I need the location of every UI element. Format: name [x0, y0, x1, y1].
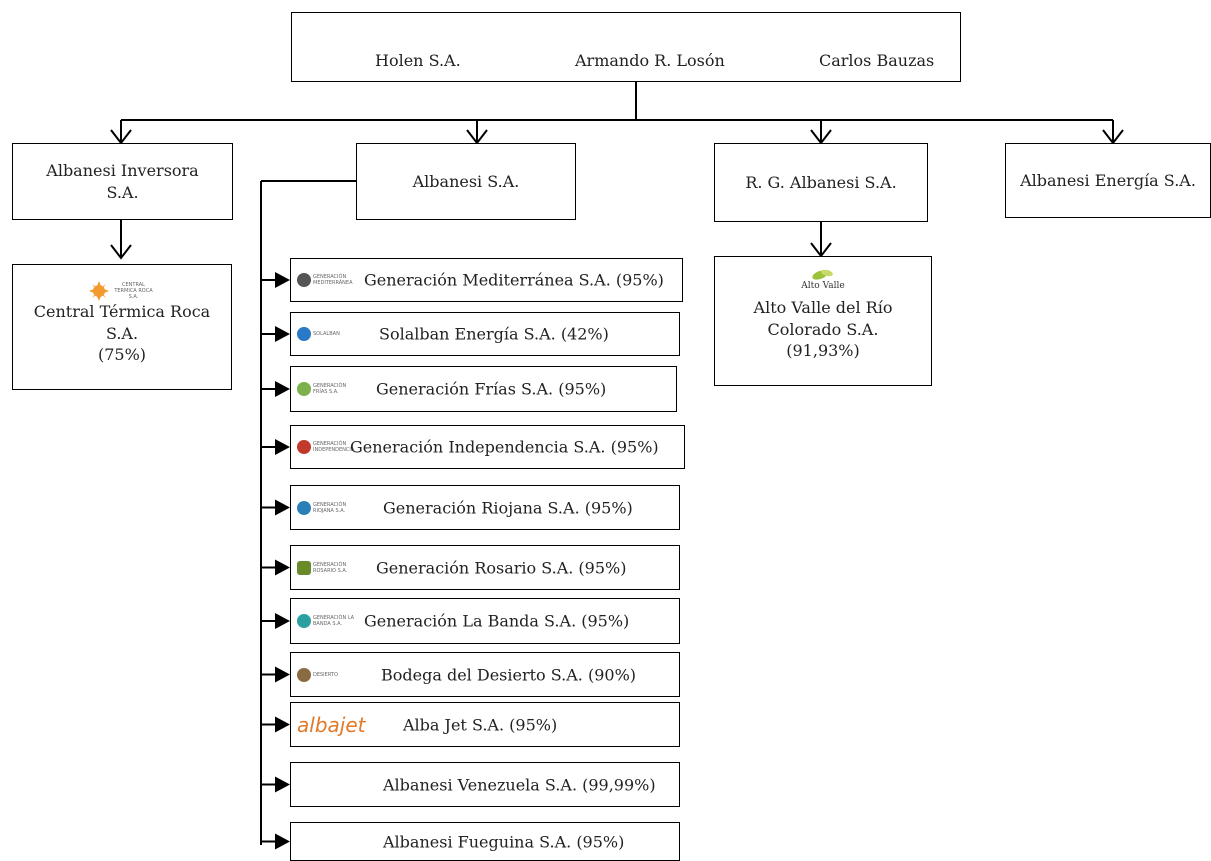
- subsidiary-box: GENERACIÓN FRÍAS S.A. Generación Frías S.…: [290, 366, 677, 412]
- subsidiary-logo: GENERACIÓN INDEPENDENCIA: [297, 440, 359, 454]
- subsidiary-box: SOLALBAN Solalban Energía S.A. (42%): [290, 312, 680, 356]
- subsidiary-logo: DESIERTO: [297, 667, 359, 682]
- subsidiary-logo-text: GENERACIÓN RIOJANA S.A.: [313, 501, 347, 514]
- owners-box: Holen S.A. Armando R. Losón Carlos Bauza…: [291, 12, 961, 82]
- subsidiary-label: Albanesi Venezuela S.A. (99,99%): [383, 775, 656, 794]
- subsidiary-logo: GENERACIÓN RIOJANA S.A.: [297, 500, 359, 515]
- albanesi-sa-label: Albanesi S.A.: [412, 171, 520, 191]
- subsidiary-box: GENERACIÓN RIOJANA S.A. Generación Riojan…: [290, 485, 680, 530]
- roca-logo-text: CENTRAL TERMICA ROCA S.A.: [114, 282, 153, 300]
- subsidiary-label: Solalban Energía S.A. (42%): [379, 324, 609, 344]
- roca-name-line2: S.A.: [105, 323, 139, 343]
- subsidiary-label: Alba Jet S.A. (95%): [403, 715, 558, 734]
- subsidiary-label: Bodega del Desierto S.A. (90%): [381, 665, 637, 684]
- alto-valle-logo-text: Alto Valle: [801, 281, 845, 291]
- subsidiary-label: Generación Independencia S.A. (95%): [350, 437, 659, 457]
- subsidiary-logo-text: SOLALBAN: [313, 331, 340, 337]
- subsidiary-label: Generación La Banda S.A. (95%): [364, 611, 630, 631]
- subsidiary-box: GENERACIÓN MEDITERRÁNEA Generación Medite…: [290, 258, 683, 302]
- branch-arrowhead: [275, 326, 290, 342]
- owner-bauzas: Carlos Bauzas: [819, 51, 935, 70]
- subsidiary-logo-text: DESIERTO: [313, 671, 338, 678]
- subsidiary-logo: albajet: [297, 713, 365, 737]
- branch-arrowhead: [275, 439, 290, 455]
- albanesi-energia-box: Albanesi Energía S.A.: [1005, 143, 1211, 218]
- logo-mark-icon: [297, 614, 311, 628]
- subsidiary-logo: GENERACIÓN ROSARIO S.A.: [297, 560, 359, 575]
- subsidiary-logo: GENERACIÓN LA BANDA S.A.: [297, 614, 359, 628]
- logo-mark-icon: [297, 273, 311, 287]
- subsidiary-label: Generación Rosario S.A. (95%): [376, 558, 627, 577]
- logo-mark-icon: [297, 500, 311, 515]
- albanesi-inversora-box: Albanesi Inversora S.A.: [12, 143, 233, 220]
- subsidiary-logo: GENERACIÓN FRÍAS S.A.: [297, 382, 359, 396]
- subsidiary-box: GENERACIÓN LA BANDA S.A. Generación La Ba…: [290, 598, 680, 644]
- branch-arrowhead: [275, 613, 290, 629]
- subsidiary-logo-text: GENERACIÓN INDEPENDENCIA: [313, 441, 355, 453]
- logo-mark-icon: [297, 327, 311, 341]
- branch-arrowhead: [275, 833, 290, 850]
- logo-mark-icon: [297, 440, 311, 454]
- subsidiary-logo-text: GENERACIÓN MEDITERRÁNEA: [313, 274, 353, 286]
- subsidiary-logo-text: albajet: [297, 712, 366, 737]
- alto-valle-name-line2: Colorado S.A.: [767, 319, 879, 339]
- branch-arrowhead: [275, 716, 290, 733]
- branch-arrowhead: [275, 666, 290, 683]
- subsidiary-logo-text: GENERACIÓN LA BANDA S.A.: [313, 615, 355, 627]
- logo-mark-icon: [297, 560, 311, 575]
- subsidiary-label: Albanesi Fueguina S.A. (95%): [383, 832, 625, 851]
- sun-icon: [88, 281, 109, 301]
- alto-valle-name-line1: Alto Valle del Río: [753, 298, 893, 317]
- central-termica-roca-box: CENTRAL TERMICA ROCA S.A. Central Térmic…: [12, 264, 232, 390]
- subsidiary-box: DESIERTO Bodega del Desierto S.A. (90%): [290, 652, 680, 697]
- rg-albanesi-box: R. G. Albanesi S.A.: [714, 143, 928, 222]
- owner-loson: Armando R. Losón: [575, 51, 725, 70]
- branch-arrowhead: [275, 381, 290, 397]
- subsidiary-logo-text: GENERACIÓN ROSARIO S.A.: [313, 561, 348, 574]
- alto-valle-pct: (91,93%): [786, 341, 860, 361]
- rg-albanesi-label: R. G. Albanesi S.A.: [745, 172, 897, 192]
- subsidiary-label: Generación Riojana S.A. (95%): [383, 498, 633, 517]
- subsidiary-box: GENERACIÓN ROSARIO S.A. Generación Rosari…: [290, 545, 680, 590]
- logo-mark-icon: [297, 382, 311, 396]
- roca-logo: CENTRAL TERMICA ROCA S.A.: [88, 281, 156, 301]
- alto-valle-logo: Alto Valle: [801, 267, 845, 297]
- logo-mark-icon: [297, 667, 311, 682]
- subsidiary-box: Albanesi Fueguina S.A. (95%): [290, 822, 680, 861]
- subsidiary-label: Generación Frías S.A. (95%): [376, 379, 607, 399]
- owner-holen: Holen S.A.: [375, 51, 461, 70]
- subsidiary-logo: SOLALBAN: [297, 327, 359, 341]
- branch-arrowhead: [275, 559, 290, 576]
- branch-arrowhead: [275, 499, 290, 516]
- roca-name-line1: Central Térmica Roca: [33, 302, 211, 321]
- subsidiary-logo: GENERACIÓN MEDITERRÁNEA: [297, 273, 359, 287]
- branch-arrowhead: [275, 272, 290, 288]
- leaf-icon: [812, 269, 833, 280]
- subsidiary-box: albajet Alba Jet S.A. (95%): [290, 702, 680, 747]
- subsidiary-box: Albanesi Venezuela S.A. (99,99%): [290, 762, 680, 807]
- roca-pct: (75%): [97, 345, 147, 365]
- albanesi-energia-label: Albanesi Energía S.A.: [1020, 170, 1196, 190]
- albanesi-sa-box: Albanesi S.A.: [356, 143, 576, 220]
- branch-arrowhead: [275, 776, 290, 793]
- subsidiary-label: Generación Mediterránea S.A. (95%): [364, 270, 664, 290]
- alto-valle-box: Alto Valle Alto Valle del Río Colorado S…: [714, 256, 932, 386]
- albanesi-inversora-label: Albanesi Inversora S.A.: [46, 160, 199, 202]
- subsidiary-logo-text: GENERACIÓN FRÍAS S.A.: [313, 383, 347, 395]
